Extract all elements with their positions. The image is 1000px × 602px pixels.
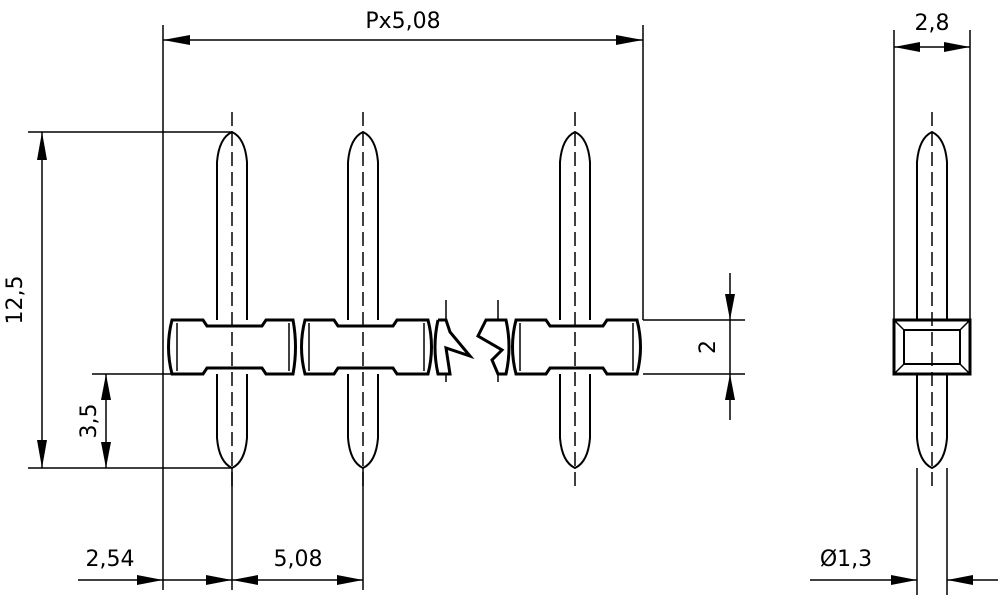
dim-pin-below-label: 3,5 [77,404,102,439]
dim-side-width: 2,8 [893,11,971,320]
dim-pin-diameter-label: Ø1,3 [820,547,872,572]
dim-pitch-label: 5,08 [274,547,323,572]
dim-edge-to-pin-label: 2,54 [86,547,135,572]
dim-total-length-label: Px5,08 [365,9,440,34]
housing-break-left [433,300,475,382]
dim-pin-below: 3,5 [77,373,172,468]
dim-pin-length: 12,5 [3,131,232,469]
dim-bottom: 2,54 5,08 [78,468,364,590]
side-view [892,112,972,488]
dim-side-width-label: 2,8 [915,11,950,36]
housing-break-right [476,300,511,382]
housing-segment-1 [167,318,297,376]
dim-housing-height-label: 2 [696,340,721,354]
front-view [167,112,642,488]
dim-pin-length-label: 12,5 [3,276,28,325]
dim-pin-diameter: Ø1,3 [810,468,998,595]
housing-segment-2 [300,318,433,376]
side-housing [892,318,972,376]
dim-housing-height: 2 [643,273,745,420]
housing-segment-3 [511,318,642,376]
dim-total-length: Px5,08 [162,9,644,590]
